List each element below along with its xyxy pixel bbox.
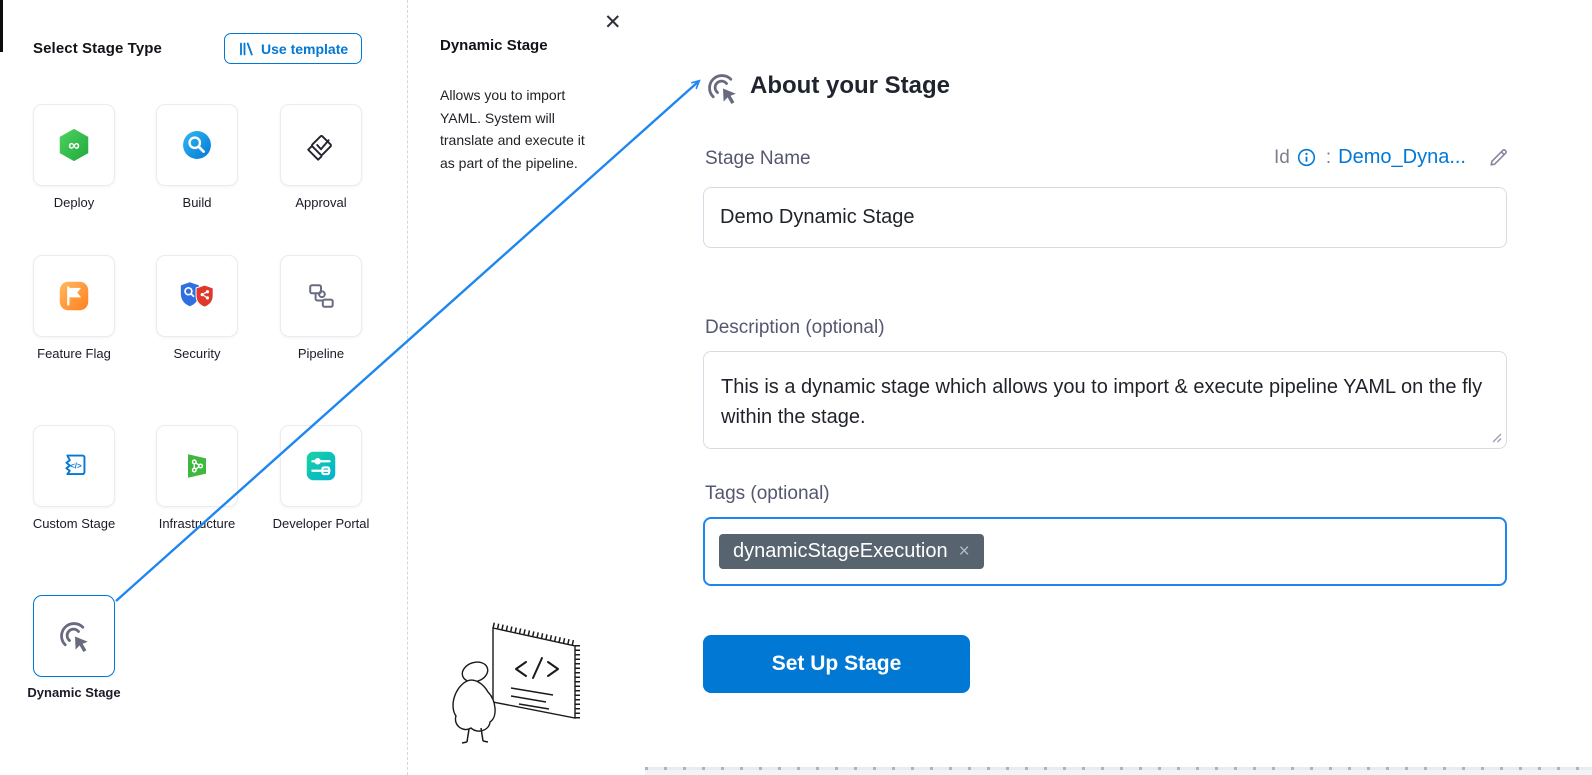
info-panel-description: Allows you to import YAML. System will t… xyxy=(440,87,585,171)
edit-id-button[interactable] xyxy=(1487,146,1510,169)
stage-tile-approval[interactable] xyxy=(280,104,362,186)
tag-chip: dynamicStageExecution × xyxy=(719,534,984,569)
use-template-button[interactable]: Use template xyxy=(224,33,363,64)
window-edge-artifact xyxy=(0,0,3,52)
stage-tile-security[interactable] xyxy=(156,255,238,337)
set-up-stage-button[interactable]: Set Up Stage xyxy=(703,635,970,693)
stage-tile-label-infrastructure: Infrastructure xyxy=(158,516,236,531)
developer-portal-icon xyxy=(306,451,336,481)
stage-tile-label-custom-stage: Custom Stage xyxy=(32,516,116,531)
tag-chip-label: dynamicStageExecution xyxy=(733,540,948,562)
presenter-illustration xyxy=(452,622,580,744)
panel-divider xyxy=(407,0,408,775)
approval-icon xyxy=(307,135,332,161)
template-library-icon xyxy=(240,42,253,55)
stage-tile-developer-portal[interactable] xyxy=(280,425,362,507)
use-template-label: Use template xyxy=(261,40,349,57)
tags-label: Tags (optional) xyxy=(705,483,830,504)
tag-remove-icon[interactable]: × xyxy=(958,541,970,562)
security-icon xyxy=(180,282,214,308)
stage-id-value: Demo_Dyna... xyxy=(1338,146,1466,168)
tags-input[interactable]: dynamicStageExecution × xyxy=(703,517,1507,586)
stage-tile-label-security: Security xyxy=(173,346,221,361)
stage-tile-label-approval: Approval xyxy=(295,195,347,210)
stage-tile-label-pipeline: Pipeline xyxy=(297,346,345,361)
id-separator: : xyxy=(1325,146,1332,168)
pipeline-icon xyxy=(309,284,334,308)
info-icon[interactable] xyxy=(1297,148,1316,167)
stage-tile-label-deploy: Deploy xyxy=(53,195,95,210)
stage-tile-deploy[interactable]: ∞ xyxy=(33,104,115,186)
stage-tile-label-feature-flag: Feature Flag xyxy=(37,346,111,361)
svg-text:∞: ∞ xyxy=(68,137,80,155)
feature-flag-icon xyxy=(59,281,89,311)
stage-tile-dynamic-stage[interactable] xyxy=(33,595,115,677)
stage-tile-feature-flag[interactable] xyxy=(33,255,115,337)
stage-tile-infrastructure[interactable] xyxy=(156,425,238,507)
description-label: Description (optional) xyxy=(705,317,885,338)
description-textarea[interactable]: This is a dynamic stage which allows you… xyxy=(703,351,1507,449)
info-panel-title: Dynamic Stage xyxy=(440,37,548,54)
stage-tile-custom-stage[interactable]: </> xyxy=(33,425,115,507)
stage-tile-label-build: Build xyxy=(182,195,212,210)
resize-handle-icon[interactable] xyxy=(1490,431,1502,443)
stage-name-input[interactable] xyxy=(703,187,1507,248)
svg-text:</>: </> xyxy=(70,461,82,470)
pencil-icon xyxy=(1490,149,1507,166)
id-label: Id xyxy=(1274,146,1290,168)
stage-id-row: Id : Demo_Dyna... xyxy=(1274,146,1510,169)
stage-tile-pipeline[interactable] xyxy=(280,255,362,337)
infrastructure-icon xyxy=(188,454,206,478)
deploy-icon: ∞ xyxy=(59,128,89,162)
stage-tile-build[interactable] xyxy=(156,104,238,186)
custom-stage-icon: </> xyxy=(65,454,86,476)
select-stage-type-title: Select Stage Type xyxy=(33,40,162,57)
pipeline-canvas-grid xyxy=(645,767,1592,775)
stage-tile-label-dynamic-stage: Dynamic Stage xyxy=(27,685,121,700)
stage-tile-label-developer-portal: Developer Portal xyxy=(272,516,370,531)
about-stage-dynamic-icon xyxy=(708,74,738,106)
dynamic-stage-icon xyxy=(60,622,90,654)
about-your-stage-heading: About your Stage xyxy=(750,72,951,99)
close-icon[interactable]: ✕ xyxy=(604,11,622,34)
stage-name-label: Stage Name xyxy=(705,148,811,169)
build-icon xyxy=(183,131,211,159)
